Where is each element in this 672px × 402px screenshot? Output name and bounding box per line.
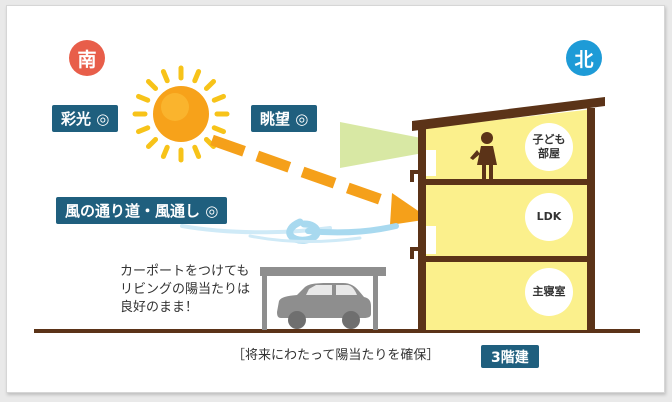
car-silhouette <box>277 283 371 329</box>
room-kids: 子ども部屋 <box>525 123 573 171</box>
room-bedroom: 主寝室 <box>525 268 573 316</box>
daylight-label: 彩光 ◎ <box>52 105 119 132</box>
north-badge: 北 <box>566 40 602 76</box>
room-ldk: LDK <box>525 193 573 241</box>
sun-ray <box>211 93 226 103</box>
carport-note: カーポートをつけても リビングの陽当たりは 良好のまま！ <box>120 264 251 315</box>
sun-ray <box>192 144 202 159</box>
floors-badge: 3階建 <box>481 345 539 368</box>
sun-ray <box>136 125 151 135</box>
view-label: 眺望 ◎ <box>251 105 318 132</box>
sun-ray <box>211 125 226 135</box>
sun-ray <box>145 78 159 92</box>
child-silhouette <box>470 132 497 179</box>
sun-ray <box>192 69 202 84</box>
sun-ray <box>160 144 170 159</box>
ventilation-label: 風の通り道・風通し ◎ <box>56 197 228 224</box>
sun-ray <box>145 136 159 150</box>
three-story-house <box>410 97 605 330</box>
carport <box>260 267 386 330</box>
south-badge: 南 <box>69 40 105 76</box>
sun-icon <box>132 65 230 163</box>
ground-line <box>34 329 640 333</box>
sun-ray <box>203 78 217 92</box>
view-beam <box>340 122 462 168</box>
sun-ray <box>160 69 170 84</box>
wind-swirl <box>180 218 399 244</box>
sun-ray <box>136 93 151 103</box>
caption: ［将来にわたって陽当たりを確保］ <box>232 348 440 363</box>
